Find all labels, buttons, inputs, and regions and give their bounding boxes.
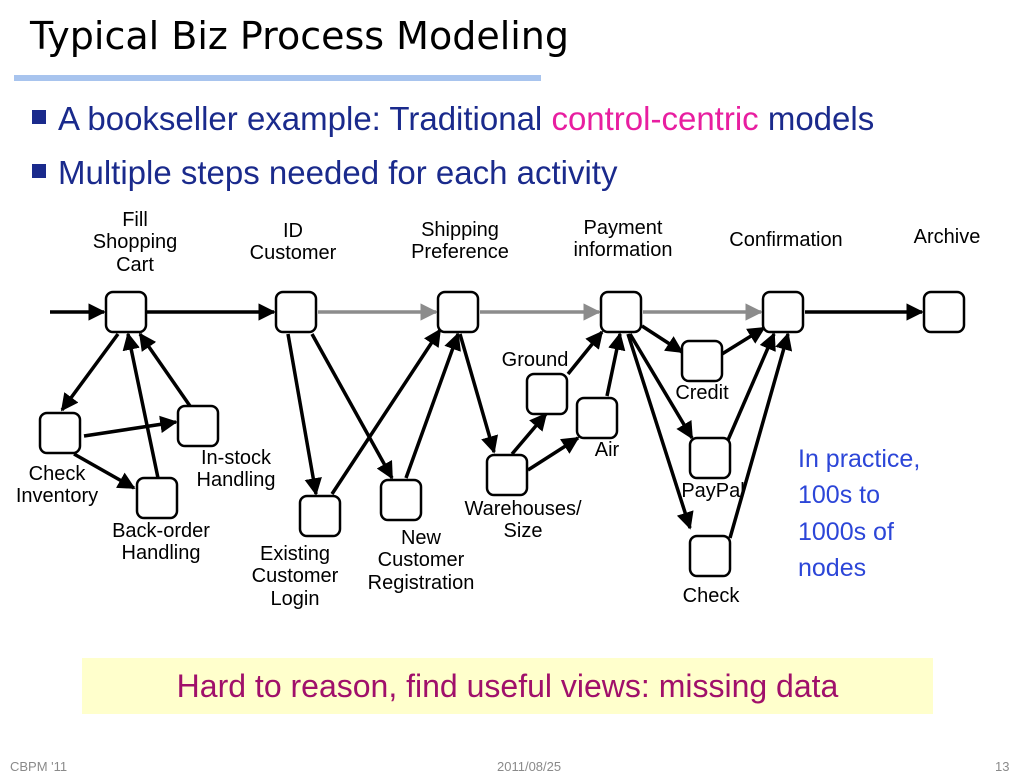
bullet-2-text: Multiple steps needed for each activity [58,154,618,191]
edge-new-registration-to-shipping [404,332,461,479]
bullet-1: A bookseller example: Traditional contro… [32,100,874,138]
callout-text: Hard to reason, find useful views: missi… [176,667,839,704]
label-confirmation: Confirmation [729,229,843,251]
node-id-customer [274,290,318,334]
node-new-registration [379,478,423,522]
bullet-square-icon [32,164,46,178]
edge-ground-to-payment [566,330,604,376]
node-in-stock-handling [176,404,220,448]
edge-check-inventory-to-in-stock [83,415,178,438]
node-warehouses [485,453,529,497]
label-shipping-preference: Shipping Preference [411,219,509,264]
label-id-customer: ID Customer [249,220,337,265]
title-underline [14,75,541,81]
footer-date: 2011/08/25 [497,759,562,774]
label-payment-information: Payment information [573,217,673,262]
label-paypal: PayPal [681,480,745,502]
bullet-square-icon [32,110,46,124]
label-existing-login: Existing Customer Login [251,543,339,610]
label-ground: Ground [501,349,569,371]
node-archive [922,290,966,334]
slide-title: Typical Biz Process Modeling [30,14,570,58]
bullet-2: Multiple steps needed for each activity [32,154,617,192]
edge-id-to-existing-login [286,333,322,496]
edge-check-to-confirmation [728,332,793,539]
edge-air-to-payment [605,332,626,397]
edge-check-inventory-to-back-order [73,452,136,490]
label-archive: Archive [913,226,981,248]
edge-paypal-to-confirmation [726,332,776,441]
node-credit [680,339,724,383]
footer-left: CBPM '11 [10,759,68,774]
node-ground [525,372,569,416]
node-back-order-handling [135,476,179,520]
bullet-1-highlight: control-centric [551,100,759,137]
node-shipping-preference [436,290,480,334]
node-existing-login [298,494,342,538]
edge-cart-to-check-inventory [60,332,120,412]
label-air: Air [594,439,620,461]
callout-box: Hard to reason, find useful views: missi… [82,658,933,714]
footer-page-number: 13 [995,759,1010,774]
edge-warehouses-to-air [527,436,580,472]
edge-credit-to-confirmation [721,326,766,356]
label-check-inventory: Check Inventory [15,463,99,508]
bullet-1-suffix: models [758,100,875,137]
node-check [688,534,732,578]
label-credit: Credit [675,382,729,404]
label-check: Check [682,585,740,607]
edge-id-to-new-registration [310,333,394,480]
label-new-registration: New Customer Registration [367,527,475,594]
node-check-inventory [38,411,82,455]
edge-shipping-to-warehouses [458,333,499,454]
label-back-order-handling: Back-order Handling [112,520,210,565]
label-in-stock-handling: In-stock Handling [196,447,276,492]
node-air [575,396,619,440]
label-fill-cart: Fill Shopping Cart [92,209,178,276]
node-fill-cart [104,290,148,334]
node-paypal [688,436,732,480]
edge-payment-to-check [626,333,694,530]
node-confirmation [761,290,805,334]
label-warehouses: Warehouses/ Size [464,498,582,543]
practice-note: In practice, 100s to 1000s of nodes [798,445,921,582]
edge-payment-to-credit [641,324,684,354]
edge-back-order-to-cart [122,332,160,479]
edge-payment-to-paypal [628,333,694,440]
node-payment-information [599,290,643,334]
edge-in-stock-to-cart [138,332,192,407]
edge-existing-login-to-shipping [330,328,442,495]
bullet-1-prefix: A bookseller example: Traditional [58,100,552,137]
edge-warehouses-to-ground [510,412,548,456]
